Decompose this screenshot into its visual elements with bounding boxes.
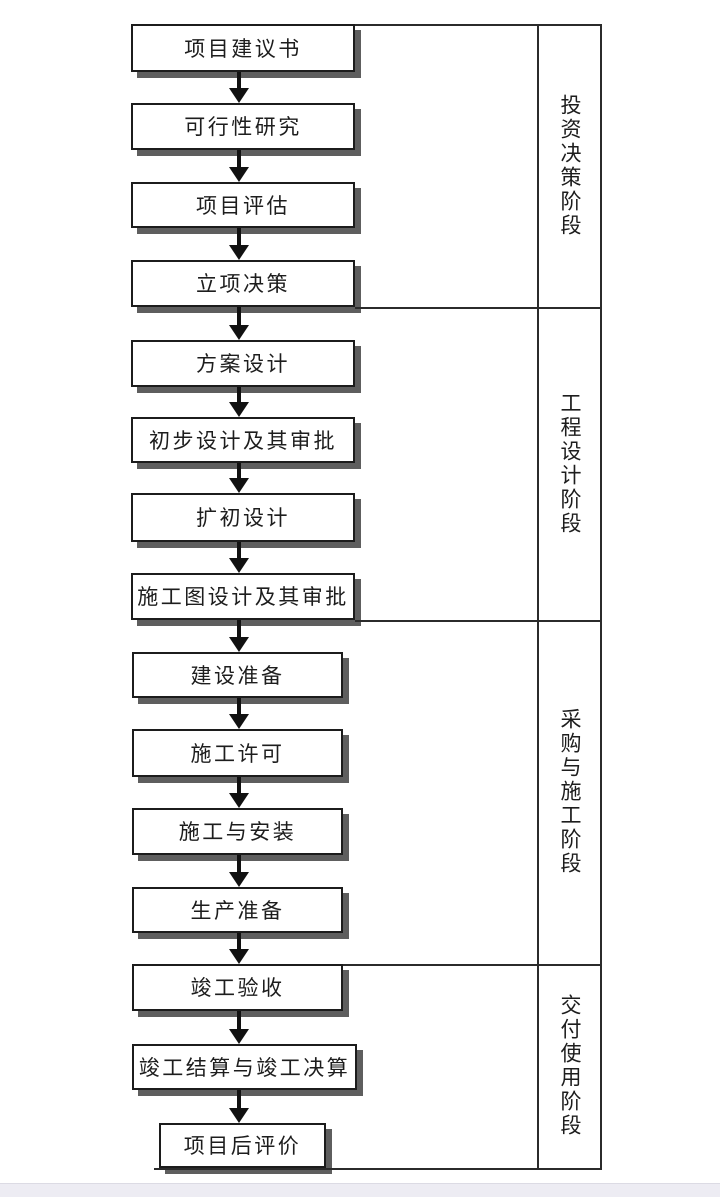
arrow-head	[229, 245, 249, 260]
flow-step-label: 项目评估	[196, 193, 290, 218]
arrow-head	[229, 1029, 249, 1044]
down-arrow-icon	[229, 463, 249, 493]
down-arrow-icon	[229, 387, 249, 417]
flow-step-box: 建设准备	[132, 652, 343, 698]
flow-step-box: 方案设计	[131, 340, 355, 387]
down-arrow-icon	[229, 777, 249, 808]
down-arrow-icon	[229, 228, 249, 260]
flow-step-label: 扩初设计	[196, 506, 290, 530]
arrow-shaft	[237, 228, 241, 247]
arrow-head	[229, 1108, 249, 1123]
stage-section: 投资决策阶段	[539, 24, 600, 307]
flow-step-label: 建设准备	[190, 663, 285, 688]
flow-step-box: 项目后评价	[159, 1123, 326, 1168]
stage-column-border-line	[600, 24, 602, 1170]
arrow-head	[229, 478, 249, 493]
down-arrow-icon	[229, 150, 249, 182]
arrow-head	[229, 402, 249, 417]
arrow-shaft	[237, 777, 241, 795]
flow-step-box: 施工图设计及其审批	[131, 573, 355, 620]
flow-step-box: 扩初设计	[131, 493, 355, 542]
flow-step-box: 可行性研究	[131, 103, 355, 150]
arrow-head	[229, 714, 249, 729]
arrow-shaft	[237, 387, 241, 404]
arrow-shaft	[237, 150, 241, 169]
flow-step-box: 初步设计及其审批	[131, 417, 355, 463]
stage-divider-line	[154, 1168, 602, 1170]
stage-divider-line	[343, 964, 602, 966]
flow-step-label: 初步设计及其审批	[149, 428, 337, 453]
down-arrow-icon	[229, 1090, 249, 1123]
arrow-shaft	[237, 855, 241, 874]
flow-step-label: 项目建议书	[184, 36, 302, 61]
flow-step-box: 项目评估	[131, 182, 355, 228]
arrow-head	[229, 949, 249, 964]
arrow-head	[229, 793, 249, 808]
flow-step-label: 立项决策	[196, 272, 290, 296]
arrow-shaft	[237, 307, 241, 327]
flow-step-label: 竣工结算与竣工决算	[138, 1055, 351, 1080]
stage-section: 交付使用阶段	[539, 964, 600, 1168]
stage-divider-line	[355, 307, 602, 309]
flow-step-label: 竣工验收	[190, 976, 285, 1000]
page-edge	[0, 1183, 720, 1197]
arrow-shaft	[237, 1090, 241, 1110]
arrow-shaft	[237, 463, 241, 480]
stage-column-border-line	[537, 24, 539, 1170]
down-arrow-icon	[229, 542, 249, 573]
flow-step-box: 施工与安装	[132, 808, 343, 855]
stage-label: 采购与施工阶段	[558, 708, 582, 876]
flow-step-label: 施工图设计及其审批	[137, 585, 349, 609]
arrow-shaft	[237, 698, 241, 716]
arrow-head	[229, 637, 249, 652]
arrow-head	[229, 872, 249, 887]
flow-step-box: 项目建议书	[131, 24, 355, 72]
stage-label: 交付使用阶段	[558, 994, 582, 1138]
flow-step-label: 可行性研究	[184, 115, 302, 139]
arrow-shaft	[237, 542, 241, 560]
down-arrow-icon	[229, 698, 249, 729]
arrow-shaft	[237, 620, 241, 639]
down-arrow-icon	[229, 1011, 249, 1044]
flow-step-box: 竣工结算与竣工决算	[132, 1044, 357, 1090]
flow-step-box: 竣工验收	[132, 964, 343, 1011]
flow-step-box: 生产准备	[132, 887, 343, 933]
stage-label: 投资决策阶段	[558, 93, 582, 238]
flow-step-label: 项目后评价	[183, 1134, 302, 1158]
arrow-shaft	[237, 933, 241, 951]
arrow-head	[229, 325, 249, 340]
stage-section: 采购与施工阶段	[539, 620, 600, 964]
stage-label: 工程设计阶段	[558, 391, 582, 536]
arrow-shaft	[237, 72, 241, 90]
flow-step-label: 方案设计	[196, 352, 290, 376]
flow-step-box: 施工许可	[132, 729, 343, 777]
arrow-head	[229, 558, 249, 573]
flow-step-box: 立项决策	[131, 260, 355, 307]
flow-step-label: 施工许可	[190, 741, 285, 766]
down-arrow-icon	[229, 933, 249, 964]
down-arrow-icon	[229, 72, 249, 103]
flow-step-label: 施工与安装	[178, 820, 297, 844]
down-arrow-icon	[229, 307, 249, 340]
arrow-head	[229, 88, 249, 103]
down-arrow-icon	[229, 620, 249, 652]
arrow-shaft	[237, 1011, 241, 1031]
down-arrow-icon	[229, 855, 249, 887]
arrow-head	[229, 167, 249, 182]
stage-divider-line	[355, 620, 602, 622]
stage-section: 工程设计阶段	[539, 307, 600, 620]
stage-divider-line	[355, 24, 602, 26]
flow-step-label: 生产准备	[190, 898, 285, 923]
